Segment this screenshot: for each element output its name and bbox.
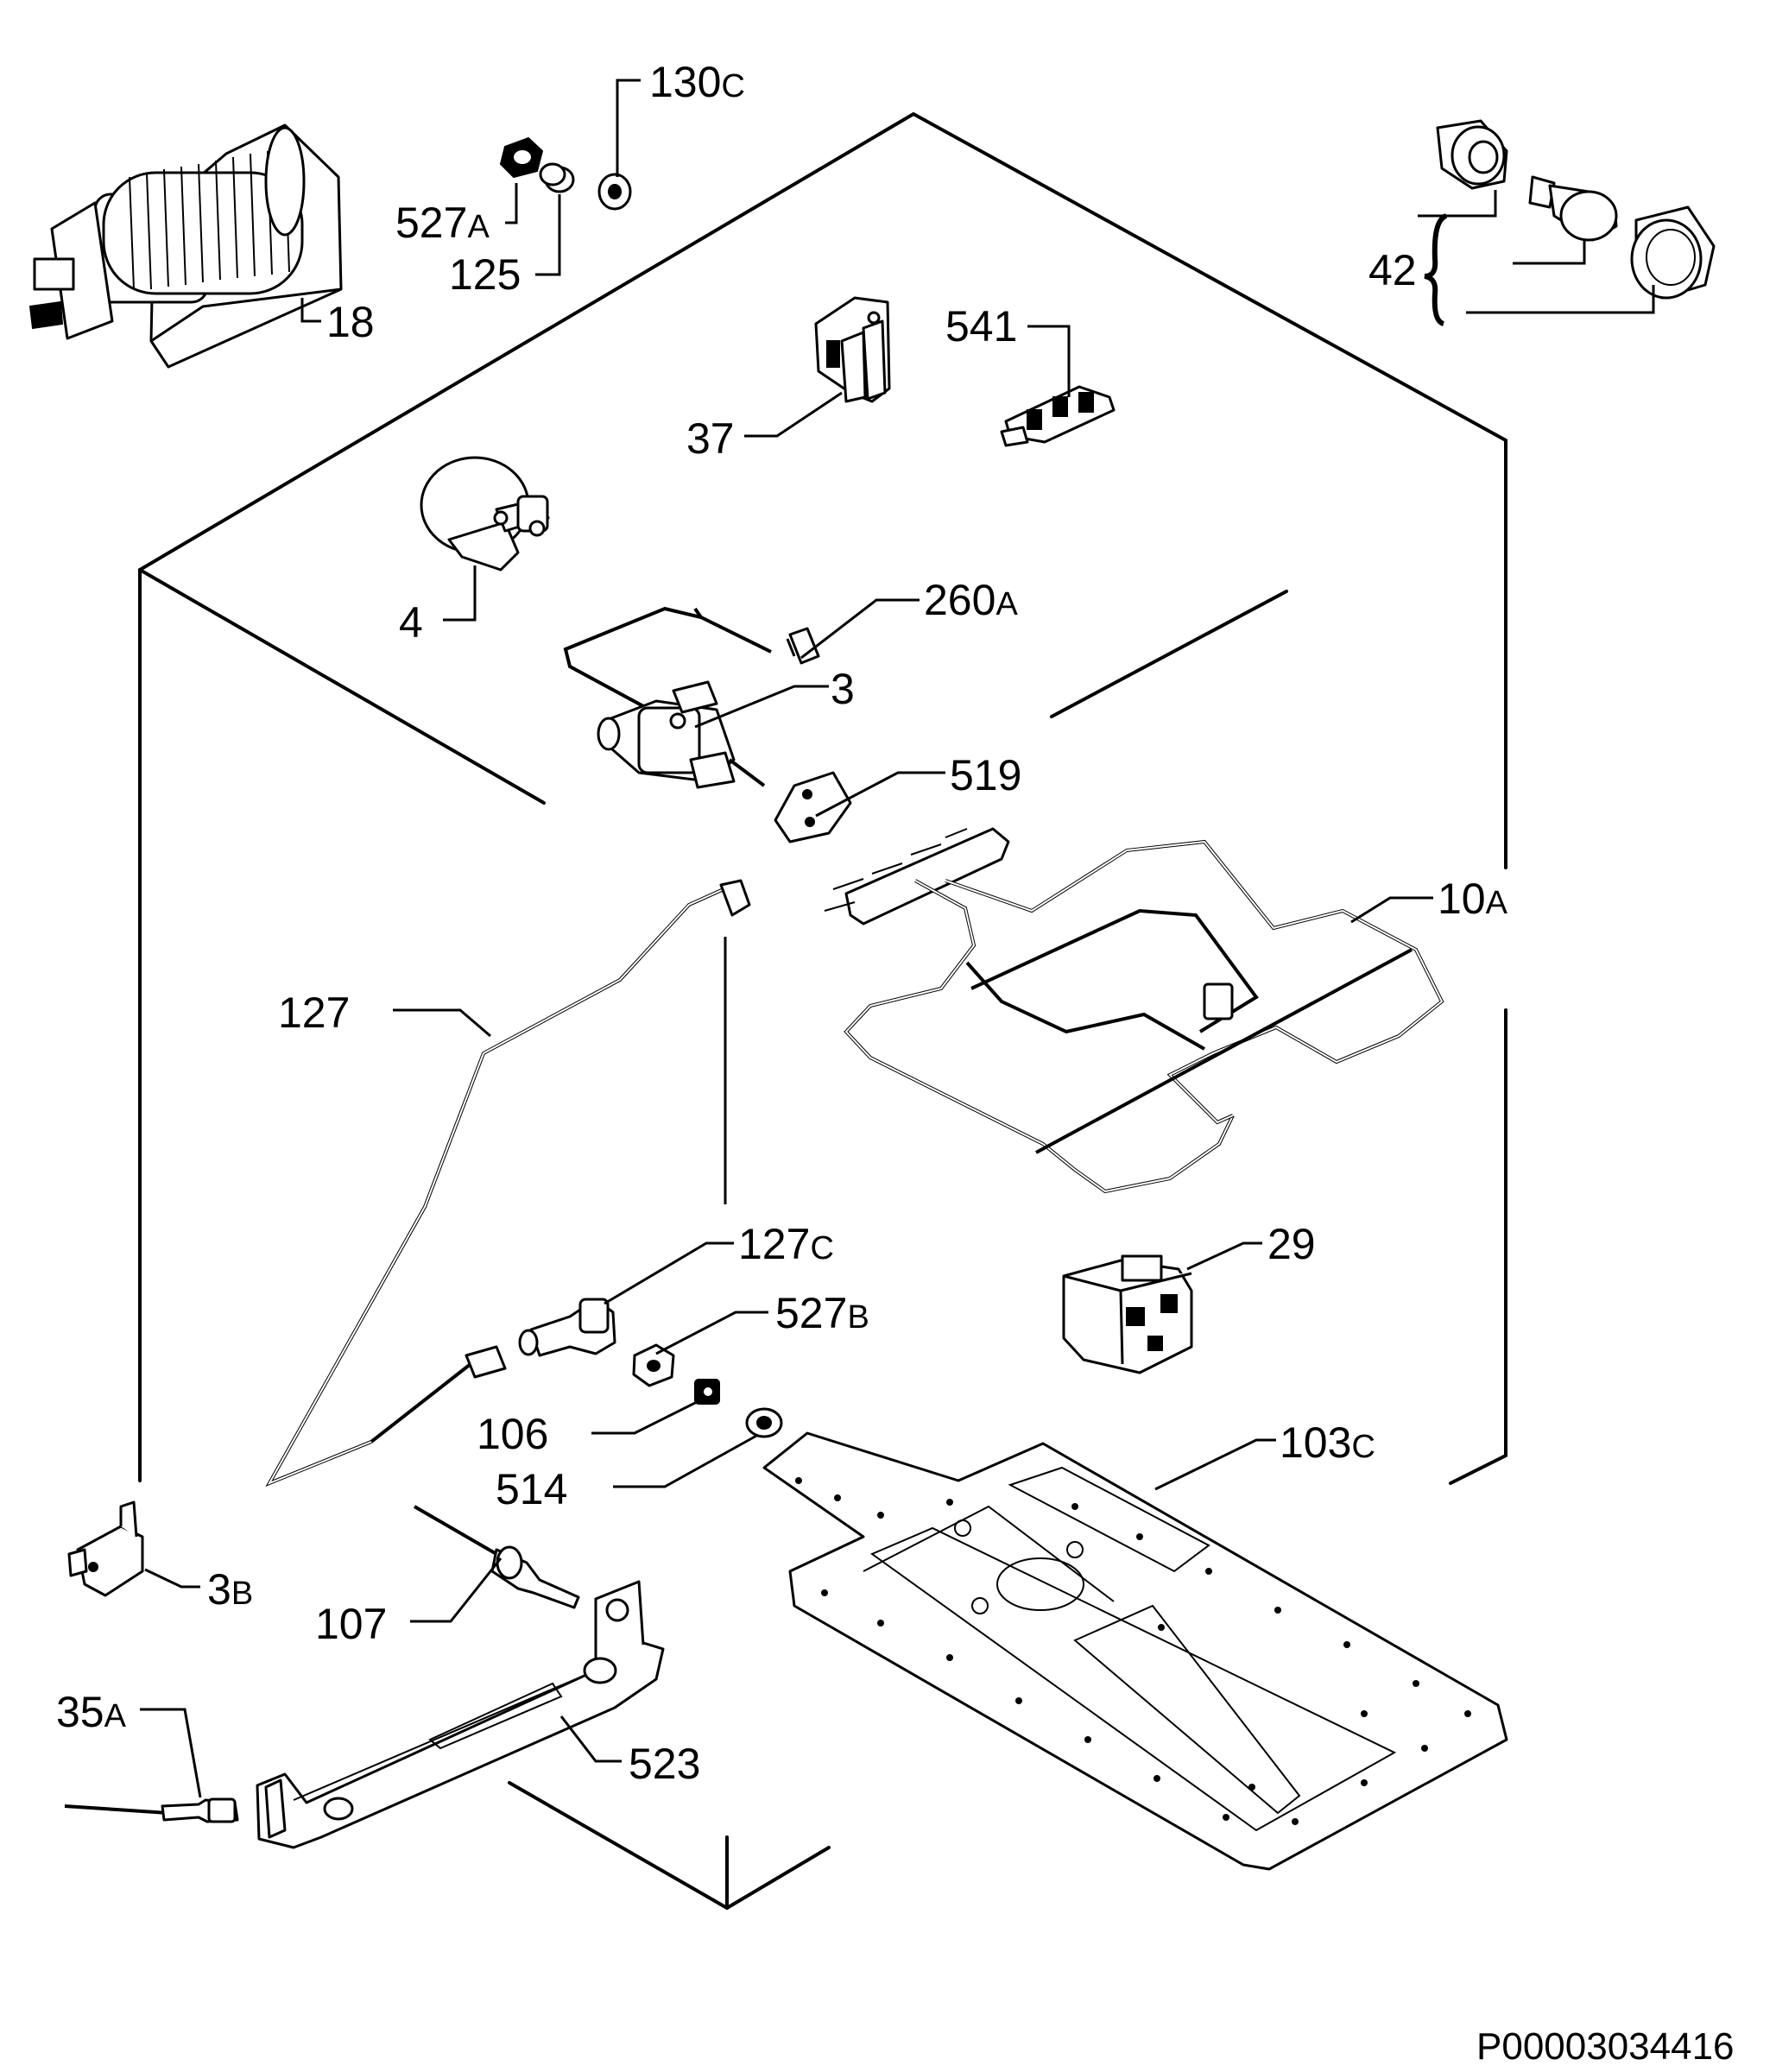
gas-pipe-part-127 [265,879,751,1488]
fan-motor-part-18 [28,123,343,369]
callout-18: 18 [326,298,375,346]
switch-part-37 [814,296,891,403]
thermocouple-part-35a [64,1797,239,1823]
callout-130c: 130C [649,58,745,106]
callout-260a: 260A [924,576,1018,624]
callout-4: 4 [399,598,423,647]
nut-part-514 [745,1407,783,1438]
electrode-part-107 [413,1505,580,1609]
washer-part-130c [597,173,632,211]
grill-element-part-10a [824,827,1444,1194]
nut-part-527b [632,1343,675,1387]
callout-29: 29 [1267,1220,1316,1268]
lamp-assembly-part-42 [1436,119,1716,300]
callout-527a: 527A [395,199,490,247]
callout-127: 127 [278,989,350,1037]
callout-106: 106 [477,1410,548,1458]
leader-lines [140,79,1655,1798]
nut-part-527a [499,136,544,179]
callout-42: 42 [1368,246,1417,294]
callout-527b: 527B [775,1289,869,1337]
clip-part-260a [786,627,820,665]
terminal-block-part-541 [1000,385,1116,447]
callout-labels: 130C 527A 125 18 42 541 37 4 260A 3 519 … [56,58,1508,1788]
callout-107: 107 [315,1600,387,1648]
burner-plate-part-103c [762,1431,1508,1871]
callout-3: 3 [831,665,855,713]
callout-35a: 35A [56,1688,127,1736]
gas-valve-part-3 [563,606,772,789]
document-id: P00003034416 [1476,2025,1735,2068]
clip-part-3b [67,1500,144,1597]
brace-42 [1424,213,1448,326]
callout-10a: 10A [1438,875,1508,923]
ignition-block-part-29 [1062,1254,1193,1374]
callout-541: 541 [945,302,1017,351]
injector-elbow-part-127c [518,1298,616,1357]
cabinet-outline [138,111,1507,1911]
callout-103c: 103C [1280,1418,1375,1467]
callout-125: 125 [449,250,521,299]
bush-part-125 [539,162,575,193]
callout-519: 519 [950,751,1021,799]
spit-motor-part-4 [420,456,550,572]
callout-127c: 127C [738,1220,834,1268]
injector-part-106 [694,1379,720,1405]
heat-shield-part-519 [774,771,852,843]
callout-3b: 3B [207,1565,253,1614]
callout-523: 523 [629,1740,700,1788]
callout-514: 514 [496,1465,567,1513]
callout-37: 37 [686,414,735,463]
burner-bracket-part-523 [256,1580,665,1849]
